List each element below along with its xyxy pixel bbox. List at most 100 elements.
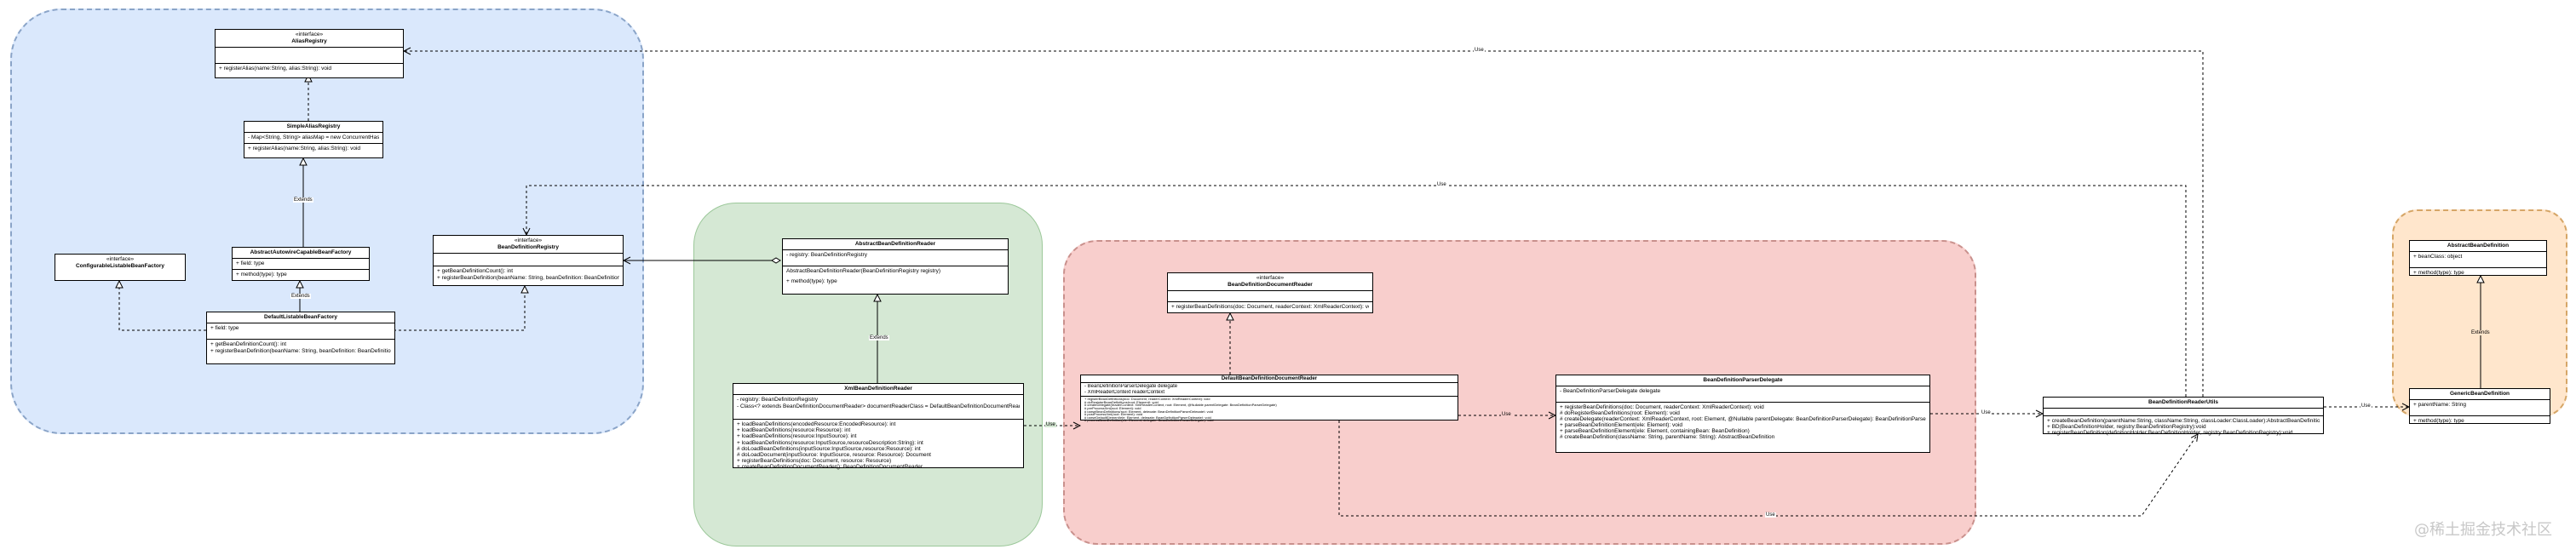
methods-section: + method(type): type bbox=[233, 270, 369, 280]
field: - Class<? extends BeanDefinitionDocument… bbox=[737, 403, 1020, 409]
fields-section: - BeanDefinitionParserDelegate delegate … bbox=[1081, 383, 1458, 398]
class-header: GenericBeanDefinition bbox=[2410, 389, 2550, 400]
methods-section: + registerBeanDefinitions(doc: Document,… bbox=[1556, 403, 1929, 442]
class-abstract-reader[interactable]: AbstractBeanDefinitionReader - registry:… bbox=[782, 238, 1009, 295]
method: # doRegisterBeanDefinitions(root: Elemen… bbox=[1560, 410, 1680, 416]
method: + registerAlias(name:String, alias:Strin… bbox=[219, 66, 332, 72]
method: # doRegisterBeanDefinitions(root: Elemen… bbox=[1084, 400, 1159, 404]
class-alias-registry[interactable]: «interface» AliasRegistry + registerAlia… bbox=[215, 29, 404, 78]
edge-defaultlistable-bdregistry bbox=[394, 286, 525, 331]
fields-section: - registry: BeanDefinitionRegistry - Cla… bbox=[733, 395, 1023, 420]
methods-section: + registerAlias(name:String, alias:Strin… bbox=[216, 64, 403, 74]
method: + registerBeanDefinition(beanName: Strin… bbox=[210, 348, 391, 354]
method: # postProcessXml(root: Element): void bbox=[1084, 413, 1143, 416]
label-use-4: Use bbox=[1765, 512, 1776, 518]
stereotype: «interface» bbox=[295, 31, 324, 37]
fields-section: + beanClass: object bbox=[2410, 252, 2546, 268]
method: + parseBeanDefinitionElement(ele: Elemen… bbox=[1560, 428, 1750, 434]
field: + beanClass: object bbox=[2413, 254, 2463, 260]
class-name: ConfigurableListableBeanFactory bbox=[75, 263, 165, 269]
label-extends-3: Extends bbox=[869, 335, 889, 340]
class-name: AbstractBeanDefinitionReader bbox=[854, 241, 936, 247]
class-header: XmlBeanDefinitionReader bbox=[733, 384, 1023, 395]
class-name: SimpleAliasRegistry bbox=[286, 123, 341, 129]
class-header: AbstractBeanDefinition bbox=[2410, 241, 2546, 252]
label-use-6: Use bbox=[1436, 182, 1447, 187]
method: + method(type): type bbox=[786, 278, 837, 284]
method: # processBeanDefinition(ele: Element, de… bbox=[1084, 419, 1214, 422]
method: # createDelegate(readerContext: XmlReade… bbox=[1084, 403, 1277, 407]
method: + parseBeanDefinitionElement(ele: Elemen… bbox=[1560, 422, 1682, 428]
label-use-2: Use bbox=[1501, 412, 1512, 417]
method: # parseDefaultElement(ele: Element, dele… bbox=[1084, 415, 1211, 420]
methods-section: + getBeanDefinitionCount(): int + regist… bbox=[207, 340, 394, 357]
method: + registerBeanDefinitions(doc: Document,… bbox=[1171, 304, 1369, 310]
class-name: BeanDefinitionParserDelegate bbox=[1703, 377, 1783, 383]
fields-section bbox=[216, 48, 403, 64]
methods-section: + getBeanDefinitionCount(): int + regist… bbox=[434, 266, 623, 283]
class-header: DefaultListableBeanFactory bbox=[207, 312, 394, 323]
class-header: BeanDefinitionReaderUtils bbox=[2044, 398, 2323, 409]
method: # createDelegate(readerContext: XmlReade… bbox=[1560, 416, 1926, 422]
method: + BD(BeanDefinitionHolder, registry:Bean… bbox=[2047, 424, 2206, 430]
class-name: AliasRegistry bbox=[291, 38, 327, 44]
watermark: @稀土掘金技术社区 bbox=[2414, 521, 2552, 539]
fields-section bbox=[2044, 409, 2323, 416]
class-name: BeanDefinitionDocumentReader bbox=[1228, 282, 1313, 288]
method: + getBeanDefinitionCount(): int bbox=[437, 268, 514, 274]
class-configurable-factory[interactable]: «interface» ConfigurableListableBeanFact… bbox=[55, 254, 186, 281]
class-default-document-reader[interactable]: DefaultBeanDefinitionDocumentReader - Be… bbox=[1080, 375, 1458, 422]
fields-section: - BeanDefinitionParserDelegate delegate bbox=[1556, 386, 1929, 403]
field: + field: type bbox=[236, 260, 265, 266]
method: + registerAlias(name:String, alias:Strin… bbox=[248, 146, 361, 152]
method: + getBeanDefinitionCount(): int bbox=[210, 341, 287, 347]
field: - XmlReaderContext readerContext bbox=[1084, 389, 1165, 395]
method: + registerBeanDefinition(beanName: Strin… bbox=[437, 275, 619, 281]
method: + loadBeanDefinitions(resource:InputSour… bbox=[737, 433, 857, 440]
label-extends-4: Extends bbox=[2470, 330, 2491, 335]
field: + field: type bbox=[210, 325, 239, 331]
method: # createBeanDefinition(className: String… bbox=[1560, 434, 1775, 440]
label-use-1: Use bbox=[1045, 422, 1056, 427]
class-default-listable-factory[interactable]: DefaultListableBeanFactory + field: type… bbox=[206, 312, 395, 364]
methods-section: + loadBeanDefinitions(encodedResource:En… bbox=[733, 420, 1023, 472]
class-header: «interface» BeanDefinitionDocumentReader bbox=[1168, 273, 1372, 291]
class-document-reader[interactable]: «interface» BeanDefinitionDocumentReader… bbox=[1167, 272, 1373, 313]
stereotype: «interface» bbox=[1256, 275, 1285, 281]
edge-defaultlistable-configurable bbox=[119, 281, 206, 331]
method: # parseBeanDefinitions(root: Element, de… bbox=[1084, 409, 1213, 414]
methods-section: + registerAlias(name:String, alias:Strin… bbox=[244, 144, 382, 154]
fields-section: - Map<String, String> aliasMap = new Con… bbox=[244, 133, 382, 144]
class-name: BeanDefinitionRegistry bbox=[497, 244, 559, 250]
fields-section: + parentName: String bbox=[2410, 400, 2550, 416]
class-header: SimpleAliasRegistry bbox=[244, 122, 382, 133]
methods-section: AbstractBeanDefinitionReader(BeanDefinit… bbox=[783, 266, 1008, 287]
class-name: AbstractAutowireCapableBeanFactory bbox=[250, 249, 352, 255]
method: # doLoadDocument(inputSource: InputSourc… bbox=[737, 452, 931, 459]
field: - Map<String, String> aliasMap = new Con… bbox=[248, 134, 379, 140]
fields-section: + field: type bbox=[207, 323, 394, 340]
methods-section: + method(type): type bbox=[2410, 268, 2546, 278]
field: - registry: BeanDefinitionRegistry bbox=[786, 252, 868, 258]
method: + createBeanDefinitionDocumentReader(): … bbox=[737, 464, 923, 471]
methods-section: + method(type): type bbox=[2410, 416, 2550, 426]
class-header: AbstractAutowireCapableBeanFactory bbox=[233, 248, 369, 259]
class-generic-bean-definition[interactable]: GenericBeanDefinition + parentName: Stri… bbox=[2409, 388, 2550, 424]
fields-section bbox=[434, 254, 623, 266]
class-name: AbstractBeanDefinition bbox=[2447, 243, 2510, 249]
class-parser-delegate[interactable]: BeanDefinitionParserDelegate - BeanDefin… bbox=[1555, 375, 1930, 453]
class-bean-definition-registry[interactable]: «interface» BeanDefinitionRegistry + get… bbox=[433, 235, 624, 286]
class-xml-reader[interactable]: XmlBeanDefinitionReader - registry: Bean… bbox=[733, 383, 1024, 470]
method: + registerBeanDefinitions(doc: Document,… bbox=[1084, 398, 1210, 401]
class-abstract-autowire-factory[interactable]: AbstractAutowireCapableBeanFactory + fie… bbox=[232, 247, 370, 281]
class-header: «interface» ConfigurableListableBeanFact… bbox=[55, 255, 185, 272]
stereotype: «interface» bbox=[514, 237, 543, 243]
class-abstract-bean-definition[interactable]: AbstractBeanDefinition + beanClass: obje… bbox=[2409, 240, 2547, 276]
class-reader-utils[interactable]: BeanDefinitionReaderUtils + createBeanDe… bbox=[2043, 397, 2324, 436]
label-use-5: Use bbox=[2360, 403, 2372, 409]
class-simple-alias-registry[interactable]: SimpleAliasRegistry - Map<String, String… bbox=[244, 121, 383, 158]
label-use-7: Use bbox=[1474, 48, 1485, 53]
class-header: «interface» AliasRegistry bbox=[216, 30, 403, 48]
class-header: BeanDefinitionParserDelegate bbox=[1556, 375, 1929, 386]
method: + createBeanDefinition(parentName:String… bbox=[2047, 418, 2320, 424]
